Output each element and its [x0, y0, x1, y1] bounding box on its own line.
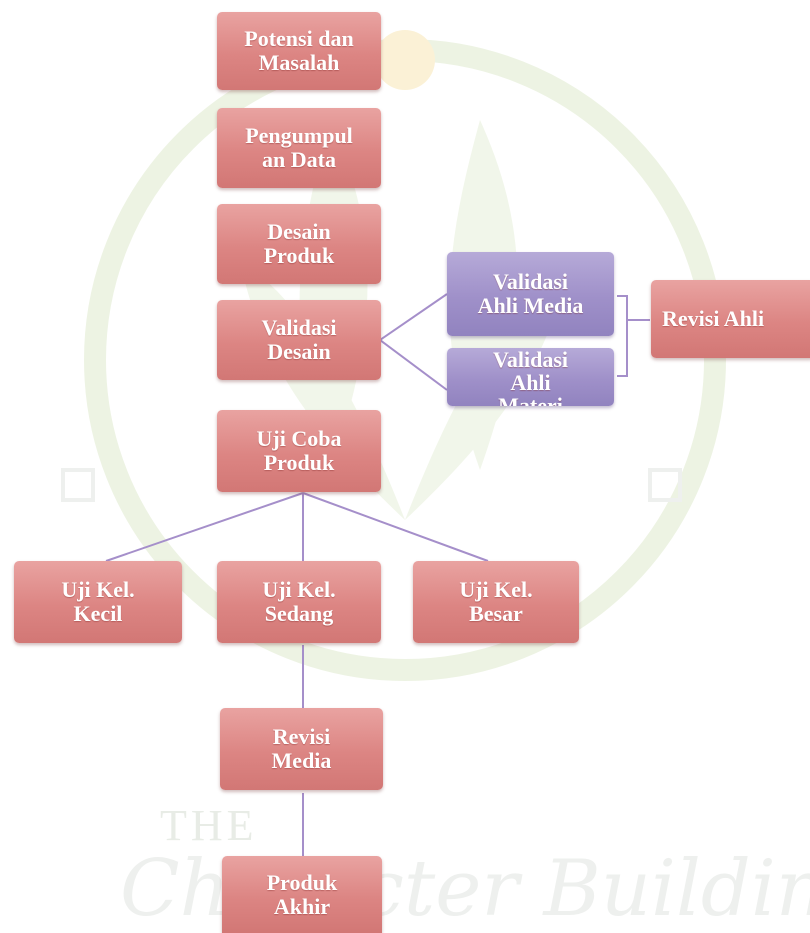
node-uji-kel-kecil: Uji Kel. Kecil: [14, 561, 182, 643]
node-desain-produk: Desain Produk: [217, 204, 381, 284]
node-validasi-ahli-media: Validasi Ahli Media: [447, 252, 614, 336]
node-label: Uji Kel. Besar: [459, 577, 533, 626]
node-label: Pengumpul an Data: [245, 123, 353, 172]
node-validasi-desain: Validasi Desain: [217, 300, 381, 380]
node-potensi-dan-masalah: Potensi dan Masalah: [217, 12, 381, 90]
node-label: Uji Coba Produk: [256, 426, 342, 475]
node-label: Desain Produk: [263, 219, 335, 268]
node-label: Validasi Desain: [261, 315, 337, 364]
node-uji-kel-besar: Uji Kel. Besar: [413, 561, 579, 643]
node-uji-coba-produk: Uji Coba Produk: [217, 410, 381, 492]
node-label: Revisi Media: [271, 724, 332, 773]
node-label: Validasi Ahli Media: [477, 269, 584, 318]
node-label: Potensi dan Masalah: [244, 26, 354, 75]
node-label: Uji Kel. Kecil: [61, 577, 135, 626]
node-produk-akhir: Produk Akhir: [222, 856, 382, 933]
node-uji-kel-sedang: Uji Kel. Sedang: [217, 561, 381, 643]
node-revisi-ahli: Revisi Ahli: [651, 280, 810, 358]
node-label: Uji Kel. Sedang: [262, 577, 336, 626]
node-label: Revisi Ahli: [662, 306, 765, 331]
node-validasi-ahli-materi: Validasi Ahli Materi: [447, 348, 614, 406]
node-label: Validasi Ahli Materi: [492, 348, 568, 406]
node-pengumpulan-data: Pengumpul an Data: [217, 108, 381, 188]
node-label: Produk Akhir: [266, 869, 338, 919]
node-revisi-media: Revisi Media: [220, 708, 383, 790]
